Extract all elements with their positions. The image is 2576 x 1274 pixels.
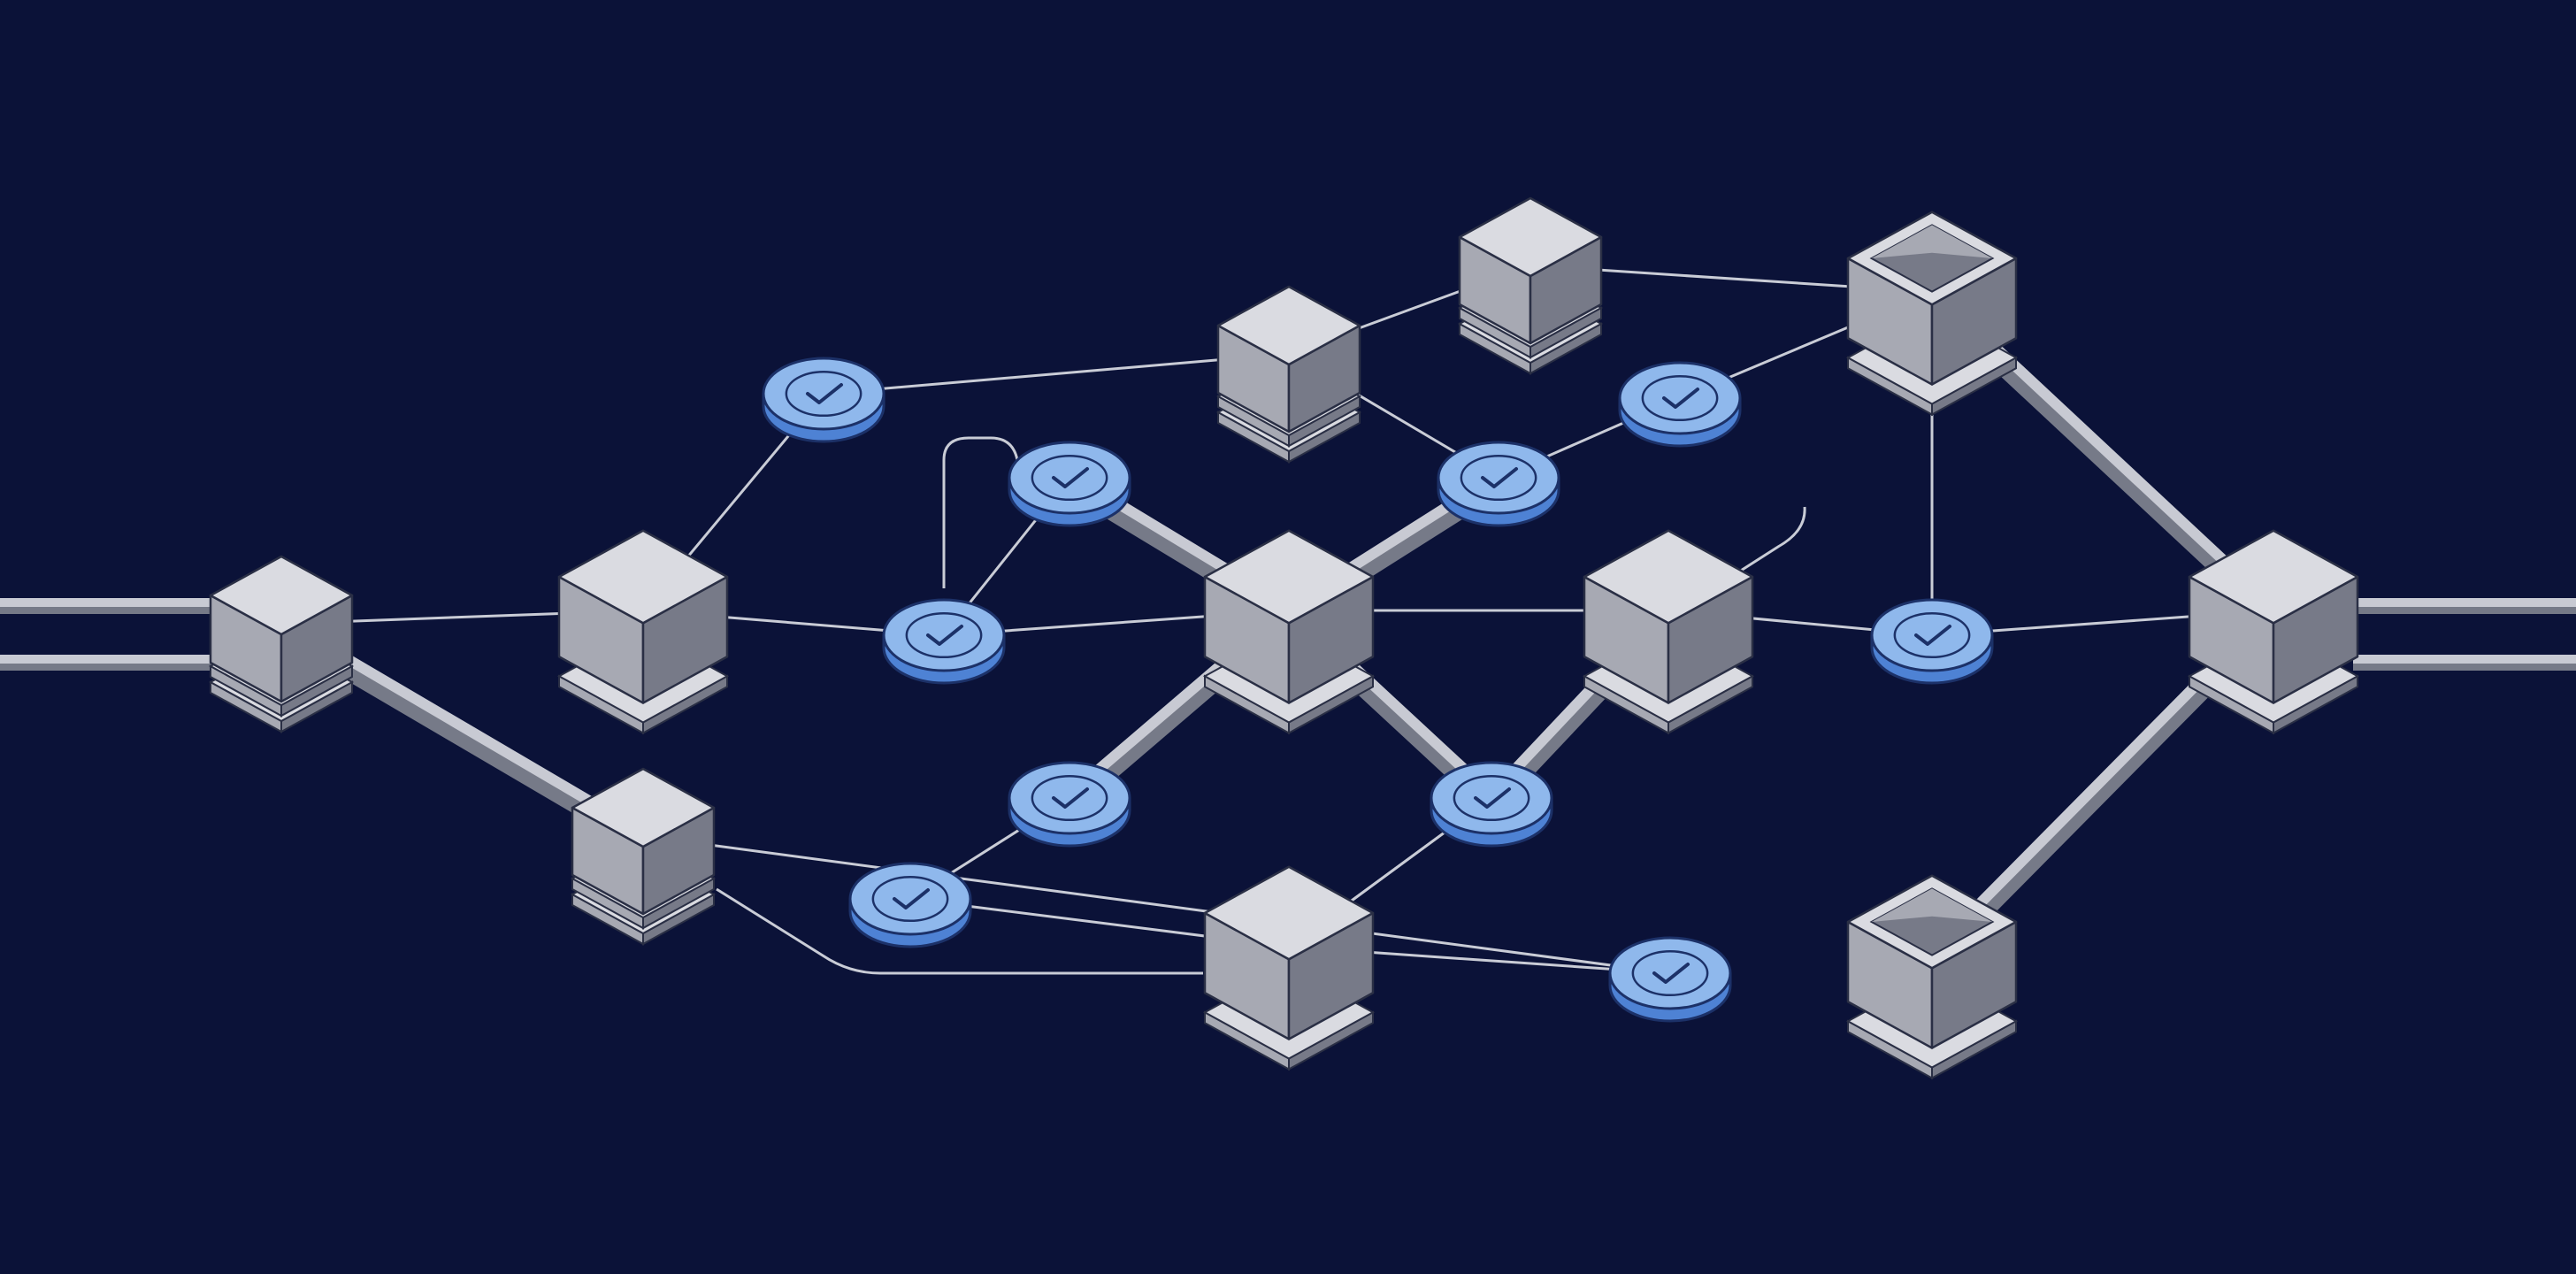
check-coin-icon [1618, 361, 1742, 448]
cube-icon [1215, 285, 1362, 464]
left-rail-upper [0, 598, 212, 614]
check-coin-icon [1437, 441, 1560, 527]
check-icon [1474, 787, 1511, 809]
check-icon [1052, 467, 1089, 488]
check-coin-icon [1430, 761, 1553, 848]
check-coin-icon [762, 357, 886, 443]
edge-pipes [0, 598, 2576, 671]
curved-link-bottom [716, 887, 1203, 975]
curved-link-stub-right [1733, 506, 1806, 577]
check-icon [1914, 625, 1951, 646]
check-icon [1652, 963, 1690, 984]
check-icon [806, 383, 843, 404]
cube-icon [1202, 865, 1376, 1071]
open-cube-icon [1845, 874, 2019, 1080]
thin-link-v9-b3 [642, 834, 1671, 975]
check-coin-icon [882, 598, 1006, 685]
check-coin-icon [1008, 441, 1131, 527]
thin-link-v1-b4 [823, 352, 1290, 395]
check-coin-icon [1008, 761, 1131, 848]
check-icon [1052, 787, 1089, 809]
cube-icon [208, 555, 355, 733]
right-rail-lower [2353, 655, 2576, 671]
cube-icon [1582, 529, 1755, 735]
curved-link-stub [942, 436, 1019, 588]
cube-icon [1457, 196, 1604, 375]
right-rail-upper [2353, 598, 2576, 614]
check-icon [1662, 388, 1699, 409]
left-rail-lower [0, 655, 212, 671]
cube-icon [570, 767, 717, 946]
check-icon [1481, 467, 1518, 488]
cube-icon [556, 529, 730, 735]
cube-icon [1202, 529, 1376, 735]
check-coin-icon [1608, 936, 1732, 1023]
check-coin-icon [1870, 598, 1994, 685]
check-icon [893, 888, 930, 909]
cube-icon [2187, 529, 2360, 735]
check-icon [926, 625, 963, 646]
check-coin-icon [848, 862, 972, 948]
nodes [208, 196, 2360, 1080]
open-cube-icon [1845, 211, 2019, 417]
